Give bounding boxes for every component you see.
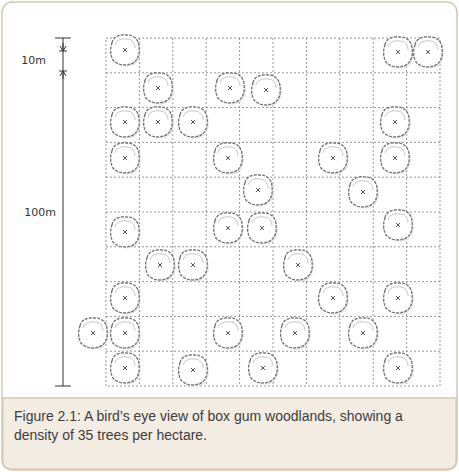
- dimension-label: 100m: [22, 206, 58, 220]
- figure-caption: Figure 2.1: A bird’s eye view of box gum…: [14, 407, 444, 445]
- hectare-grid: [106, 38, 440, 386]
- dimension-label: 10m: [19, 54, 48, 68]
- caption-band: [3, 398, 457, 469]
- tree-crowns: [79, 35, 444, 387]
